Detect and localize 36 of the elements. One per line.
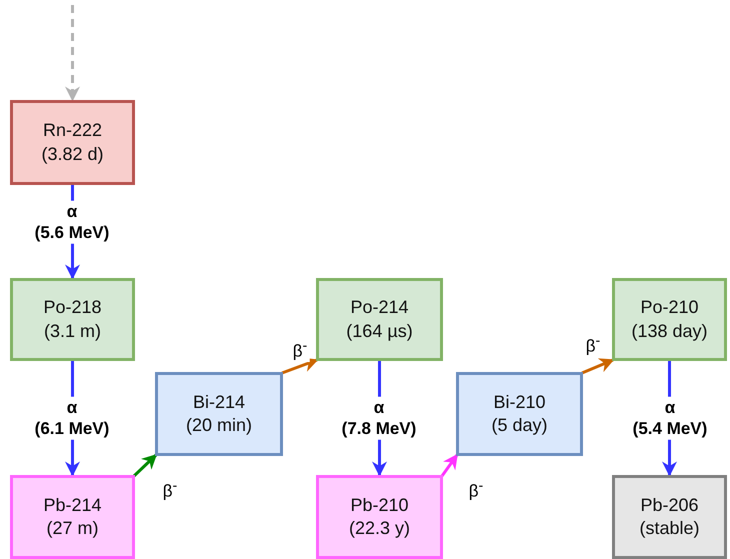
node-text: Po-218 <box>43 296 102 320</box>
arrow <box>440 454 458 477</box>
isotope-box <box>10 278 135 361</box>
node-text: (5 day) <box>491 414 548 437</box>
arrow <box>281 358 318 374</box>
node-text: Po-210 <box>640 296 699 320</box>
arrow <box>65 5 80 102</box>
edge-label: α (6.1 MeV) <box>32 396 112 440</box>
node-text: Pb-206 <box>640 494 699 517</box>
node-text: (3.1 m) <box>44 320 101 343</box>
node-text: (3.82 d) <box>41 142 104 166</box>
edge-label: α (5.6 MeV) <box>32 200 112 244</box>
isotope-box <box>10 100 135 185</box>
isotope-box <box>10 475 135 559</box>
node-text: Bi-210 <box>493 390 546 414</box>
node-text: (164 µs) <box>346 320 413 343</box>
edge-label: α (7.8 MeV) <box>340 396 418 440</box>
isotope-box <box>612 278 727 361</box>
isotope-box <box>612 475 727 559</box>
node-text: Pb-210 <box>350 494 409 517</box>
node-text: (20 min) <box>186 414 252 437</box>
isotope-box <box>456 372 583 456</box>
node-text: Po-214 <box>350 296 409 320</box>
node-text: Rn-222 <box>42 119 102 142</box>
node-text: (27 m) <box>46 517 98 540</box>
isotope-box <box>155 372 283 456</box>
node-text: (stable) <box>639 517 700 540</box>
isotope-box <box>316 475 443 559</box>
arrow <box>581 358 614 374</box>
node-text: Bi-214 <box>192 390 246 414</box>
node-text: Pb-214 <box>43 494 102 517</box>
edge-label: α (5.4 MeV) <box>630 396 710 440</box>
node-text: (138 day) <box>631 320 708 343</box>
node-text: (22.3 y) <box>348 517 410 540</box>
arrow <box>132 454 158 478</box>
isotope-box <box>316 278 443 361</box>
